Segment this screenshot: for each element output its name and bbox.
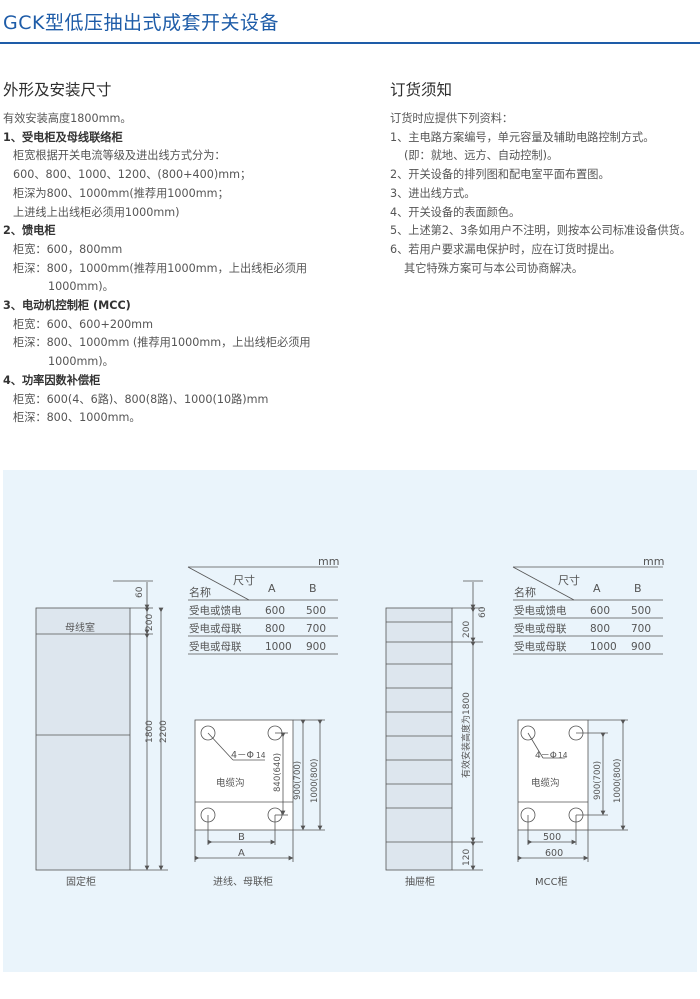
table-cell: 受电或母联 (189, 640, 242, 653)
page-title: GCK型低压抽出式成套开关设备 (3, 12, 279, 34)
drawer-cabinet-caption: 抽屉柜 (405, 875, 435, 888)
incoming-caption: 进线、母联柜 (213, 875, 273, 888)
dim-60: 60 (478, 606, 488, 618)
busbar-chamber-label: 母线室 (65, 621, 95, 634)
dim-2200: 2200 (159, 720, 169, 743)
dim-900: 900(700) (293, 761, 303, 800)
section-3-title: 3、电动机控制柜 (MCC) (3, 299, 131, 313)
ordering-heading: 订货须知 (390, 81, 453, 99)
table-cell: 受电或母联 (189, 622, 242, 635)
ordering-item: 其它特殊方案可与本公司协商解决。 (404, 261, 584, 275)
section-2-line: 柜深：800，1000mm(推荐用1000mm，上出线柜必须用 (13, 261, 308, 275)
drawer-cabinet-drawing (385, 580, 483, 871)
section-1-line: 上进线上出线柜必须用1000mm) (13, 205, 180, 219)
ordering-section: 订货须知 订货时应提供下列资料： 1、主电路方案编号，单元容量及辅助电路控制方式… (390, 80, 700, 278)
dim-b: B (238, 832, 245, 843)
section-2-line: 1000mm)。 (48, 280, 114, 294)
dim-a: A (238, 848, 245, 859)
title-rule (0, 42, 700, 44)
section-1-title: 1、受电柜及母线联络柜 (3, 130, 123, 144)
incoming-plan-drawing (194, 719, 325, 862)
section-4-line: 柜深：800、1000mm。 (13, 411, 141, 425)
dim-200: 200 (462, 621, 472, 638)
dim-900: 900(700) (593, 761, 603, 800)
table-cell: 受电或馈电 (189, 604, 242, 617)
section-2-title: 2、馈电柜 (3, 224, 56, 238)
ordering-item: 5、上述第2、3条如用户不注明，则按本公司标准设备供货。 (390, 224, 692, 238)
table-cell: 800 (590, 623, 610, 635)
ordering-item: (即：就地、远方、自动控制)。 (404, 149, 559, 163)
ordering-item: 6、若用户要求漏电保护时，应在订货时提出。 (390, 242, 621, 256)
table-cell: 500 (306, 605, 326, 617)
cable-trench-label: 电缆沟 (531, 777, 560, 789)
dim-1000: 1000(800) (613, 759, 623, 804)
hole-size: 14 (256, 751, 266, 760)
dim-200: 200 (145, 614, 155, 631)
section-1-line: 柜深为800、1000mm(推荐用1000mm； (13, 186, 229, 200)
mcc-table (512, 566, 663, 655)
ordering-item: 2、开关设备的排列图和配电室平面布置图。 (390, 168, 610, 182)
section-1-line: 600、800、1000、1200、(800+400)mm； (13, 168, 252, 182)
mcc-caption: MCC柜 (535, 875, 568, 888)
table-cell: 800 (265, 623, 285, 635)
hole-label: 4－Φ (535, 751, 557, 761)
fixed-cabinet-caption: 固定柜 (66, 875, 96, 888)
table-cell: 1000 (590, 641, 617, 653)
ordering-item: 4、开关设备的表面颜色。 (390, 205, 521, 219)
ordering-item: 1、主电路方案编号，单元容量及辅助电路控制方式。 (390, 130, 655, 144)
dim-120: 120 (462, 849, 472, 866)
table-cell: 700 (631, 623, 651, 635)
section-2-line: 柜宽：600，800mm (13, 242, 123, 256)
dim-500: 500 (543, 832, 561, 843)
dim-1000: 1000(800) (310, 759, 320, 804)
table-col-a: A (593, 582, 601, 595)
section-3-line: 1000mm)。 (48, 355, 114, 369)
unit-label: mm (643, 555, 664, 568)
dim-60: 60 (135, 586, 145, 598)
fixed-cabinet-drawing (35, 580, 168, 871)
table-col-a: A (268, 582, 276, 595)
ordering-intro: 订货时应提供下列资料： (390, 112, 514, 125)
table-cell: 受电或母联 (514, 640, 567, 653)
table-cell: 受电或馈电 (514, 604, 567, 617)
intro-text: 有效安装高度1800mm。 (3, 112, 132, 125)
table-cell: 受电或母联 (514, 622, 567, 635)
section-3-line: 柜宽：600、600+200mm (13, 317, 153, 331)
table-row-label: 名称 (189, 585, 211, 599)
table-col-label: 尺寸 (558, 573, 580, 587)
dim-effective-height: 有效安装高度为1800 (460, 692, 472, 778)
unit-label: mm (318, 555, 339, 568)
table-col-b: B (309, 582, 317, 595)
dim-600: 600 (545, 848, 563, 859)
section-4-title: 4、功率因数补偿柜 (3, 373, 101, 387)
table-row-label: 名称 (514, 585, 536, 599)
dim-1800: 1800 (145, 720, 155, 743)
cable-trench-label: 电缆沟 (216, 777, 245, 789)
section-1-line: 柜宽根据开关电流等级及进出线方式分为： (13, 149, 226, 163)
table-col-label: 尺寸 (233, 573, 255, 587)
section-4-line: 柜宽：600(4、6路)、800(8路)、1000(10路)mm (13, 392, 269, 406)
table-cell: 900 (631, 641, 651, 653)
table-cell: 600 (590, 605, 610, 617)
hole-label: 4－Φ (231, 750, 254, 761)
dim-840: 840(640) (273, 753, 283, 792)
table-col-b: B (634, 582, 642, 595)
table-cell: 700 (306, 623, 326, 635)
table-cell: 1000 (265, 641, 292, 653)
table-cell: 900 (306, 641, 326, 653)
hole-size: 14 (558, 751, 568, 760)
table-cell: 500 (631, 605, 651, 617)
ordering-item: 3、进出线方式。 (390, 186, 476, 200)
mcc-plan-drawing (517, 719, 628, 862)
incoming-table (187, 566, 338, 655)
table-cell: 600 (265, 605, 285, 617)
dimensions-section: 外形及安装尺寸 有效安装高度1800mm。 1、受电柜及母线联络柜 柜宽根据开关… (3, 80, 363, 428)
dimensions-heading: 外形及安装尺寸 (3, 81, 112, 99)
dimension-drawings: 母线室 60 200 1800 2200 固定柜 mm 尺寸 名称 A B 受电… (35, 555, 664, 888)
dimension-diagram-panel: 母线室 60 200 1800 2200 固定柜 mm 尺寸 名称 A B 受电… (3, 470, 697, 972)
section-3-line: 柜深：800、1000mm (推荐用1000mm，上出线柜必须用 (13, 336, 311, 350)
